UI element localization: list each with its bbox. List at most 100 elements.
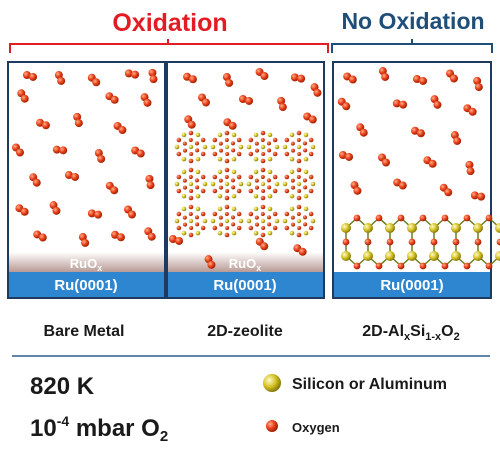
oxygen-atom xyxy=(381,158,390,167)
oxygen-molecule xyxy=(337,97,351,111)
oxygen-atom xyxy=(219,222,224,227)
oxygen-atom xyxy=(146,181,155,190)
oxygen-atom xyxy=(392,99,401,108)
oxygen-atom xyxy=(485,262,493,270)
silicon-atom xyxy=(282,144,288,150)
oxygen-atom xyxy=(236,188,242,194)
ruox-label: RuOx xyxy=(229,256,261,273)
oxygen-atom xyxy=(187,120,196,129)
oxygen-molecule xyxy=(393,178,407,190)
silicon-atom xyxy=(195,193,201,199)
oxygen-atom xyxy=(15,148,24,157)
oxygen-atom xyxy=(195,222,200,227)
oxygen-molecule xyxy=(15,204,29,216)
oxygen-molecule xyxy=(22,71,38,81)
oxygen-atom xyxy=(224,158,230,164)
oxygen-atom xyxy=(194,215,199,220)
oxygen-atom xyxy=(248,225,254,231)
oxygen-atom xyxy=(255,222,260,227)
zeolite-cage xyxy=(174,167,208,201)
oxygen-molecule xyxy=(238,95,254,105)
oxygen-atom xyxy=(308,174,314,180)
oxygen-atom xyxy=(176,137,182,143)
oxygen-molecule xyxy=(131,146,145,158)
oxygen-atom xyxy=(342,238,350,246)
oxygen-atom xyxy=(188,130,194,136)
oxygen-atom xyxy=(224,195,230,201)
oxygen-atom xyxy=(74,119,83,128)
oxygen-atom xyxy=(92,78,101,87)
oxygen-atom xyxy=(468,107,477,116)
oxygen-atom xyxy=(219,185,224,190)
oxygen-atom xyxy=(218,178,223,183)
oxygen-atom xyxy=(176,151,182,157)
silicon-atom xyxy=(231,156,237,162)
oxygen-atom xyxy=(272,225,278,231)
silicon-atom xyxy=(246,181,252,187)
oxygen-molecule xyxy=(87,73,101,87)
oxygen-atom xyxy=(183,222,188,227)
oxygen-atom xyxy=(188,195,194,201)
oxygen-atom xyxy=(441,214,449,222)
oxygen-molecule xyxy=(470,191,486,201)
oxygen-atom xyxy=(212,211,218,217)
oxygen-atom xyxy=(182,215,187,220)
oxygen-molecule xyxy=(356,123,368,137)
silicon-atom xyxy=(341,223,351,233)
silicon-atom xyxy=(296,218,302,224)
oxygen-atom xyxy=(296,212,301,217)
silicon-atom xyxy=(181,193,187,199)
oxygen-molecule xyxy=(290,73,306,83)
oxygen-atom xyxy=(188,158,194,164)
oxygen-atom xyxy=(267,222,272,227)
oxygen-atom xyxy=(230,178,235,183)
oxygen-atom xyxy=(272,151,278,157)
oxygen-atom xyxy=(231,222,236,227)
oxygen-atom xyxy=(308,211,314,217)
oxygen-molecule xyxy=(49,201,61,215)
oxygen-atom xyxy=(297,225,302,230)
oxygen-atom xyxy=(473,76,482,85)
oxygen-atom xyxy=(52,145,61,154)
oxygen-atom xyxy=(188,75,197,84)
oxygen-molecule xyxy=(423,156,437,168)
silicon-atom xyxy=(473,223,483,233)
silicon-atom xyxy=(289,156,295,162)
oxygen-atom xyxy=(398,181,407,190)
oxygen-atom xyxy=(303,185,308,190)
oxygen-atom xyxy=(87,209,96,218)
oxygen-molecule xyxy=(36,118,50,130)
silicon-atom xyxy=(217,193,223,199)
oxygen-molecule xyxy=(140,93,152,107)
oxygen-molecule xyxy=(378,67,390,81)
legend: Silicon or Aluminum Oxygen xyxy=(263,374,447,435)
oxygen-atom xyxy=(260,158,266,164)
oxygen-molecule xyxy=(277,96,287,112)
oxygen-atom xyxy=(224,232,230,238)
oxygen-atom xyxy=(145,174,154,183)
silicon-atom xyxy=(260,144,266,150)
silicon-atom xyxy=(231,193,237,199)
oxygen-atom xyxy=(408,238,416,246)
oxygen-atom xyxy=(428,159,437,168)
oxygen-molecule xyxy=(223,118,237,130)
oxygen-atom xyxy=(419,262,427,270)
oxygen-atom xyxy=(194,178,199,183)
oxygen-atom xyxy=(375,214,383,222)
oxygen-molecule xyxy=(293,244,307,256)
oxygen-atom xyxy=(110,186,119,195)
oxygen-atom xyxy=(73,112,82,121)
oxygen-atom xyxy=(224,204,230,210)
oxygen-molecule xyxy=(144,227,156,241)
silicon-atom xyxy=(429,223,439,233)
oxygen-molecule xyxy=(33,230,47,242)
oxygen-atom xyxy=(272,174,278,180)
oxygen-atom xyxy=(444,188,453,197)
oxygen-atom xyxy=(200,174,206,180)
oxygen-atom xyxy=(284,225,290,231)
oxygen-molecule xyxy=(94,149,106,163)
oxygen-atom xyxy=(477,192,486,201)
oxygen-atom xyxy=(22,71,31,80)
legend-oxygen: Oxygen xyxy=(292,420,340,435)
silicon-atom xyxy=(267,156,273,162)
